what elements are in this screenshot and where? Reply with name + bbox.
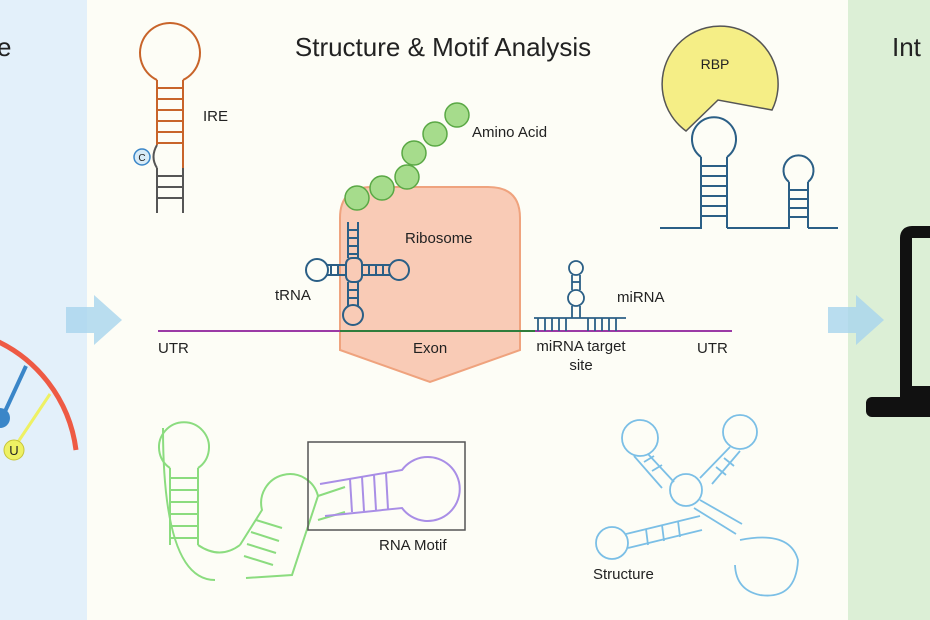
rbp-label: RBP [701,56,730,72]
gauge-fragment: U [0,339,79,461]
rna-motif-label: RNA Motif [379,537,447,554]
ire-stem-lower [152,144,184,213]
rna-motif-highlight [319,456,461,522]
utr-left-label: UTR [158,340,189,357]
mirna-structure [534,260,626,331]
structure-label: Structure [593,566,654,583]
left-panel-title-fragment: e [0,32,11,62]
mirna-label: miRNA [617,289,665,306]
trna-label: tRNA [275,287,311,304]
ire-hairpin [139,21,201,168]
u-base-circle [3,439,25,461]
arrow-left-to-center [66,295,122,345]
mirna-target-label-line2: site [569,357,592,374]
amino-acid-chain [344,102,470,211]
center-panel-title: Structure & Motif Analysis [295,32,591,62]
laptop-icon [866,226,930,417]
rbp-shape [661,25,779,132]
utr-right-label: UTR [697,340,728,357]
ribosome-label: Ribosome [405,230,473,247]
rna-motif-box [307,441,466,531]
exon-label: Exon [413,340,447,357]
amino-acid-label: Amino Acid [472,124,547,141]
u-base-label: U [9,443,18,458]
arrow-center-to-right [828,295,884,345]
c-base-label: C [138,153,145,164]
rna-motif-structure [158,421,346,581]
trna-cloverleaf [305,222,410,326]
mirna-target-label-line1: miRNA target [536,338,626,355]
right-panel-title-fragment: Int [892,32,922,62]
c-base-circle [133,148,151,166]
ire-label: IRE [203,108,228,125]
rbp-bound-rna [660,116,838,229]
rna-secondary-structure [595,414,799,597]
